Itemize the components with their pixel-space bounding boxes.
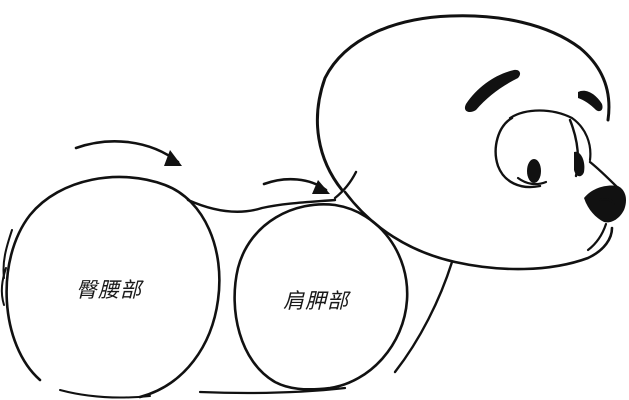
back-line xyxy=(186,198,337,213)
hip-region-label: 臀腰部 xyxy=(76,278,142,302)
hip-tail-stroke xyxy=(0,267,7,306)
hip-circle-underline xyxy=(59,389,151,399)
nose xyxy=(584,185,626,223)
hip-arrow-shaft xyxy=(74,140,180,164)
belly-line xyxy=(198,386,347,395)
eye-lash xyxy=(516,176,548,186)
shoulder-region-label: 肩胛部 xyxy=(283,289,349,313)
mouth-line xyxy=(586,222,608,252)
head-jaw-line xyxy=(343,190,614,271)
neck-lower-line xyxy=(393,260,454,374)
neck-upper-line xyxy=(333,170,358,200)
right-brow xyxy=(578,90,603,112)
nose-highlight xyxy=(599,198,615,205)
shoulder-arrow xyxy=(262,177,330,194)
shoulder-arrow-head xyxy=(312,180,330,194)
eye-pupil xyxy=(527,159,541,183)
muzzle-line xyxy=(588,160,620,190)
eye-ridge xyxy=(508,109,592,162)
hip-circle xyxy=(5,175,221,399)
hip-arrow xyxy=(74,140,182,166)
head-outline xyxy=(315,14,611,192)
eye-socket xyxy=(494,116,542,189)
hip-arrow-head xyxy=(164,150,182,166)
left-brow xyxy=(464,69,521,112)
cheek-shade xyxy=(574,151,585,177)
